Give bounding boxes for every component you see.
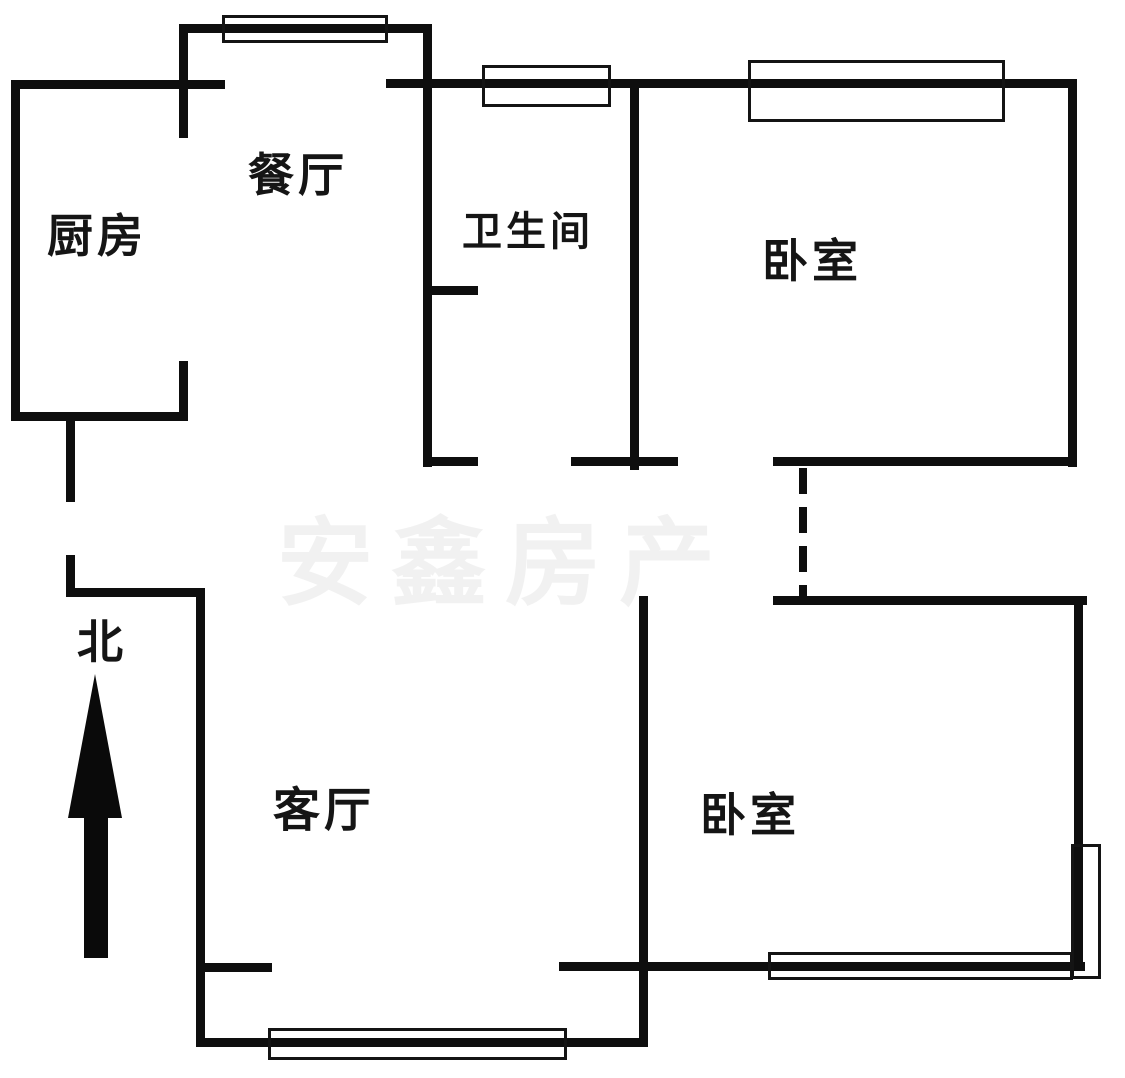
- north-arrow-icon: [68, 674, 122, 818]
- wall-kitchen-left: [10, 79, 20, 421]
- bedroom2-right-window: [1071, 844, 1101, 979]
- wall-bathroom-right: [629, 78, 639, 470]
- room-label-bedroom-2: 卧室: [700, 789, 800, 841]
- wall-bathroom-stub: [422, 285, 478, 295]
- north-label: 北: [77, 616, 123, 668]
- wall-bedroom1-right: [1067, 78, 1077, 467]
- wall-living-door-stub: [195, 962, 272, 972]
- room-label-dining-room: 餐厅: [248, 149, 348, 201]
- wall-bathroom-bottom-a: [422, 456, 478, 466]
- wall-entry-side-lower: [65, 554, 75, 597]
- north-arrow-shaft: [84, 812, 108, 958]
- wall-bathroom-left: [422, 23, 432, 467]
- bedroom1-top-window: [748, 60, 1005, 122]
- wall-bedroom2-right: [1073, 595, 1083, 971]
- wall-kitchen-divider-lower: [178, 360, 188, 421]
- bedroom2-entry-dashed-dashed-line: [799, 468, 807, 598]
- wall-bedroom2-top: [772, 595, 1087, 605]
- bathroom-top-window: [482, 65, 611, 107]
- watermark-text: 安鑫房产: [277, 510, 733, 618]
- wall-living-right: [638, 595, 648, 1047]
- wall-entry-horizontal: [65, 587, 205, 597]
- wall-kitchen-top: [10, 79, 225, 89]
- wall-top-main: [385, 78, 1077, 88]
- wall-living-left: [195, 587, 205, 1047]
- wall-bathroom-bottom-b: [570, 456, 678, 466]
- wall-entry-side-upper: [65, 411, 75, 502]
- wall-dining-top: [178, 23, 432, 33]
- room-label-kitchen: 厨房: [47, 210, 147, 262]
- bedroom2-bottom-window: [768, 952, 1073, 980]
- wall-bedroom2-bottom: [558, 961, 1085, 971]
- wall-bedroom1-bottom: [772, 456, 1077, 466]
- wall-kitchen-divider-upper: [178, 23, 188, 138]
- room-label-bathroom: 卫生间: [462, 210, 594, 254]
- room-label-living-room: 客厅: [273, 783, 375, 837]
- dining-top-window: [222, 15, 388, 43]
- room-label-bedroom-1: 卧室: [762, 235, 862, 287]
- wall-living-bottom: [195, 1037, 648, 1047]
- wall-kitchen-bottom: [10, 411, 188, 421]
- living-bottom-window: [268, 1028, 567, 1060]
